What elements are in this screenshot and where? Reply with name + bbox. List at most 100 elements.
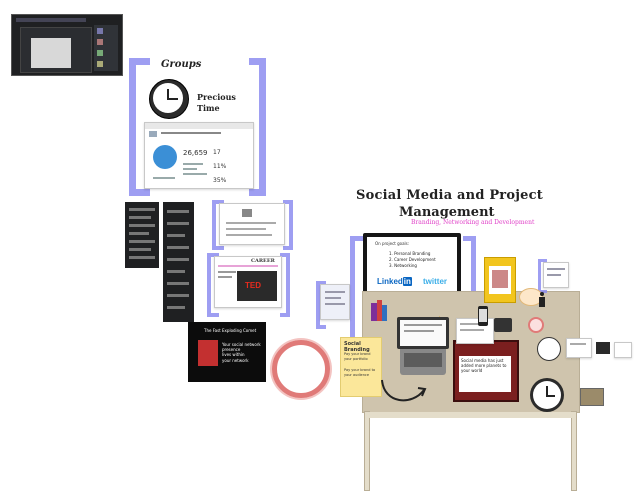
- feed-row: [167, 234, 185, 237]
- feed-row: [167, 294, 189, 297]
- groups-frame-left-bracket: [129, 58, 150, 196]
- laptop-screen-line: [404, 330, 434, 332]
- comet-tile-photo: [198, 340, 218, 366]
- right-card-bracket: [538, 259, 547, 293]
- career-text-line: [218, 276, 232, 278]
- analytics-bar: [183, 173, 207, 175]
- photo-thumbnail[interactable]: [580, 388, 604, 406]
- sticky-note-line-2: Pay your brand to your audience: [344, 368, 376, 377]
- book-icon: [377, 300, 382, 321]
- analytics-member-count: 26,659: [183, 149, 208, 157]
- side-card-line: [325, 297, 341, 299]
- feed-row: [167, 306, 185, 309]
- thumbnail-content-pane: [20, 27, 92, 73]
- thumbnail-header: [16, 18, 86, 22]
- profile-frame-left-bracket: [212, 200, 224, 250]
- activity-feed-screenshot-1[interactable]: [125, 202, 159, 268]
- desk-leg-left: [364, 411, 370, 491]
- desk-clock-face: [533, 381, 561, 409]
- side-card-line: [325, 291, 345, 293]
- career-card[interactable]: CAREER TED: [214, 256, 282, 308]
- analytics-bar: [153, 177, 175, 179]
- list-item: [97, 50, 103, 56]
- groups-title: Groups: [161, 59, 202, 70]
- clock-face: [153, 83, 183, 113]
- comet-tile-line-1: Your social network presence: [222, 342, 261, 352]
- side-card-line: [325, 303, 345, 305]
- side-info-card[interactable]: [320, 284, 350, 320]
- feed-row: [129, 240, 155, 243]
- feed-row: [129, 208, 155, 211]
- linkedin-logo: Linkedin: [377, 277, 412, 286]
- right-info-card[interactable]: [543, 262, 569, 288]
- phone-screen: [479, 309, 487, 322]
- notepad[interactable]: [456, 318, 494, 344]
- analytics-logo: [149, 131, 157, 137]
- desk-crossbar: [367, 412, 572, 418]
- monitor-item-1: 1. Personal Branding: [389, 251, 431, 256]
- clock-icon: [149, 79, 189, 119]
- clock-hand-hour: [167, 89, 169, 99]
- side-card-left-bracket: [316, 281, 326, 329]
- framed-photo[interactable]: Social media has just added more planets…: [453, 340, 519, 402]
- comet-tile-line-3: your network: [222, 358, 249, 363]
- clock-hand-minute: [167, 98, 178, 100]
- thumbnail-inner-panel: [31, 38, 71, 68]
- activity-feed-screenshot-2[interactable]: [163, 202, 194, 322]
- groups-frame-right-bracket: [249, 58, 266, 196]
- career-text-line: [218, 271, 236, 273]
- clock-label: Precious Time: [197, 92, 236, 113]
- yellow-framed-photo[interactable]: [484, 257, 516, 303]
- group-analytics-card[interactable]: 26,659 17 11% 35%: [144, 122, 254, 189]
- tablet-icon: [494, 318, 512, 332]
- mini-card[interactable]: [614, 342, 632, 358]
- desk-clock-icon: [530, 378, 564, 412]
- main-subtitle: Branding, Networking and Development: [411, 219, 535, 226]
- career-frame-right-bracket: [280, 253, 290, 317]
- ted-logo: TED: [245, 281, 261, 290]
- analytics-pie-icon: [153, 145, 177, 169]
- yellow-photo-image: [492, 270, 508, 288]
- analytics-title-line: [161, 132, 221, 134]
- profile-card[interactable]: [219, 203, 285, 245]
- comet-tile-heading: The Fast Exploding Comet: [204, 328, 257, 333]
- far-right-card[interactable]: [566, 338, 592, 358]
- desk-clock-hand-hour: [546, 386, 548, 396]
- linkedin-in-badge: in: [402, 277, 412, 286]
- analytics-bar: [183, 168, 197, 170]
- feed-row: [167, 222, 189, 225]
- desk-clock-hand-minute: [546, 395, 555, 397]
- far-right-card-line: [570, 343, 586, 345]
- dark-mini-card[interactable]: [596, 342, 610, 354]
- linkedin-label: Linked: [377, 277, 403, 286]
- notepad-line: [460, 323, 488, 325]
- person-body: [539, 297, 545, 307]
- feed-row: [167, 270, 185, 273]
- main-title-line-2: Management: [399, 205, 495, 220]
- feed-row: [167, 246, 189, 249]
- feed-row: [129, 256, 155, 259]
- book-icon: [371, 303, 377, 321]
- profile-frame-right-bracket: [283, 200, 293, 250]
- sticky-note[interactable]: Social Branding Pay your brand your port…: [340, 337, 382, 397]
- monitor[interactable]: On project goals: 1. Personal Branding 2…: [363, 233, 461, 295]
- feed-row: [129, 232, 149, 235]
- ted-video-thumbnail[interactable]: TED: [237, 271, 277, 301]
- white-circle-card[interactable]: [537, 337, 561, 361]
- laptop[interactable]: [397, 317, 449, 349]
- person-head: [540, 292, 544, 296]
- comet-tile[interactable]: The Fast Exploding Comet Your social net…: [188, 322, 266, 382]
- feed-row: [167, 282, 189, 285]
- book-icon: [382, 305, 387, 321]
- pink-ring[interactable]: [272, 340, 330, 398]
- analytics-bar: [183, 163, 203, 165]
- notepad-line: [460, 329, 484, 331]
- career-subtitle-line: [218, 265, 278, 267]
- analytics-header-bar: [145, 123, 253, 129]
- list-item: [97, 28, 103, 34]
- feed-row: [129, 216, 151, 219]
- sticky-note-title: Social Branding: [344, 341, 370, 353]
- dark-screenshot-thumbnail[interactable]: [11, 14, 123, 76]
- person-icon: [538, 292, 546, 308]
- feed-row: [167, 258, 189, 261]
